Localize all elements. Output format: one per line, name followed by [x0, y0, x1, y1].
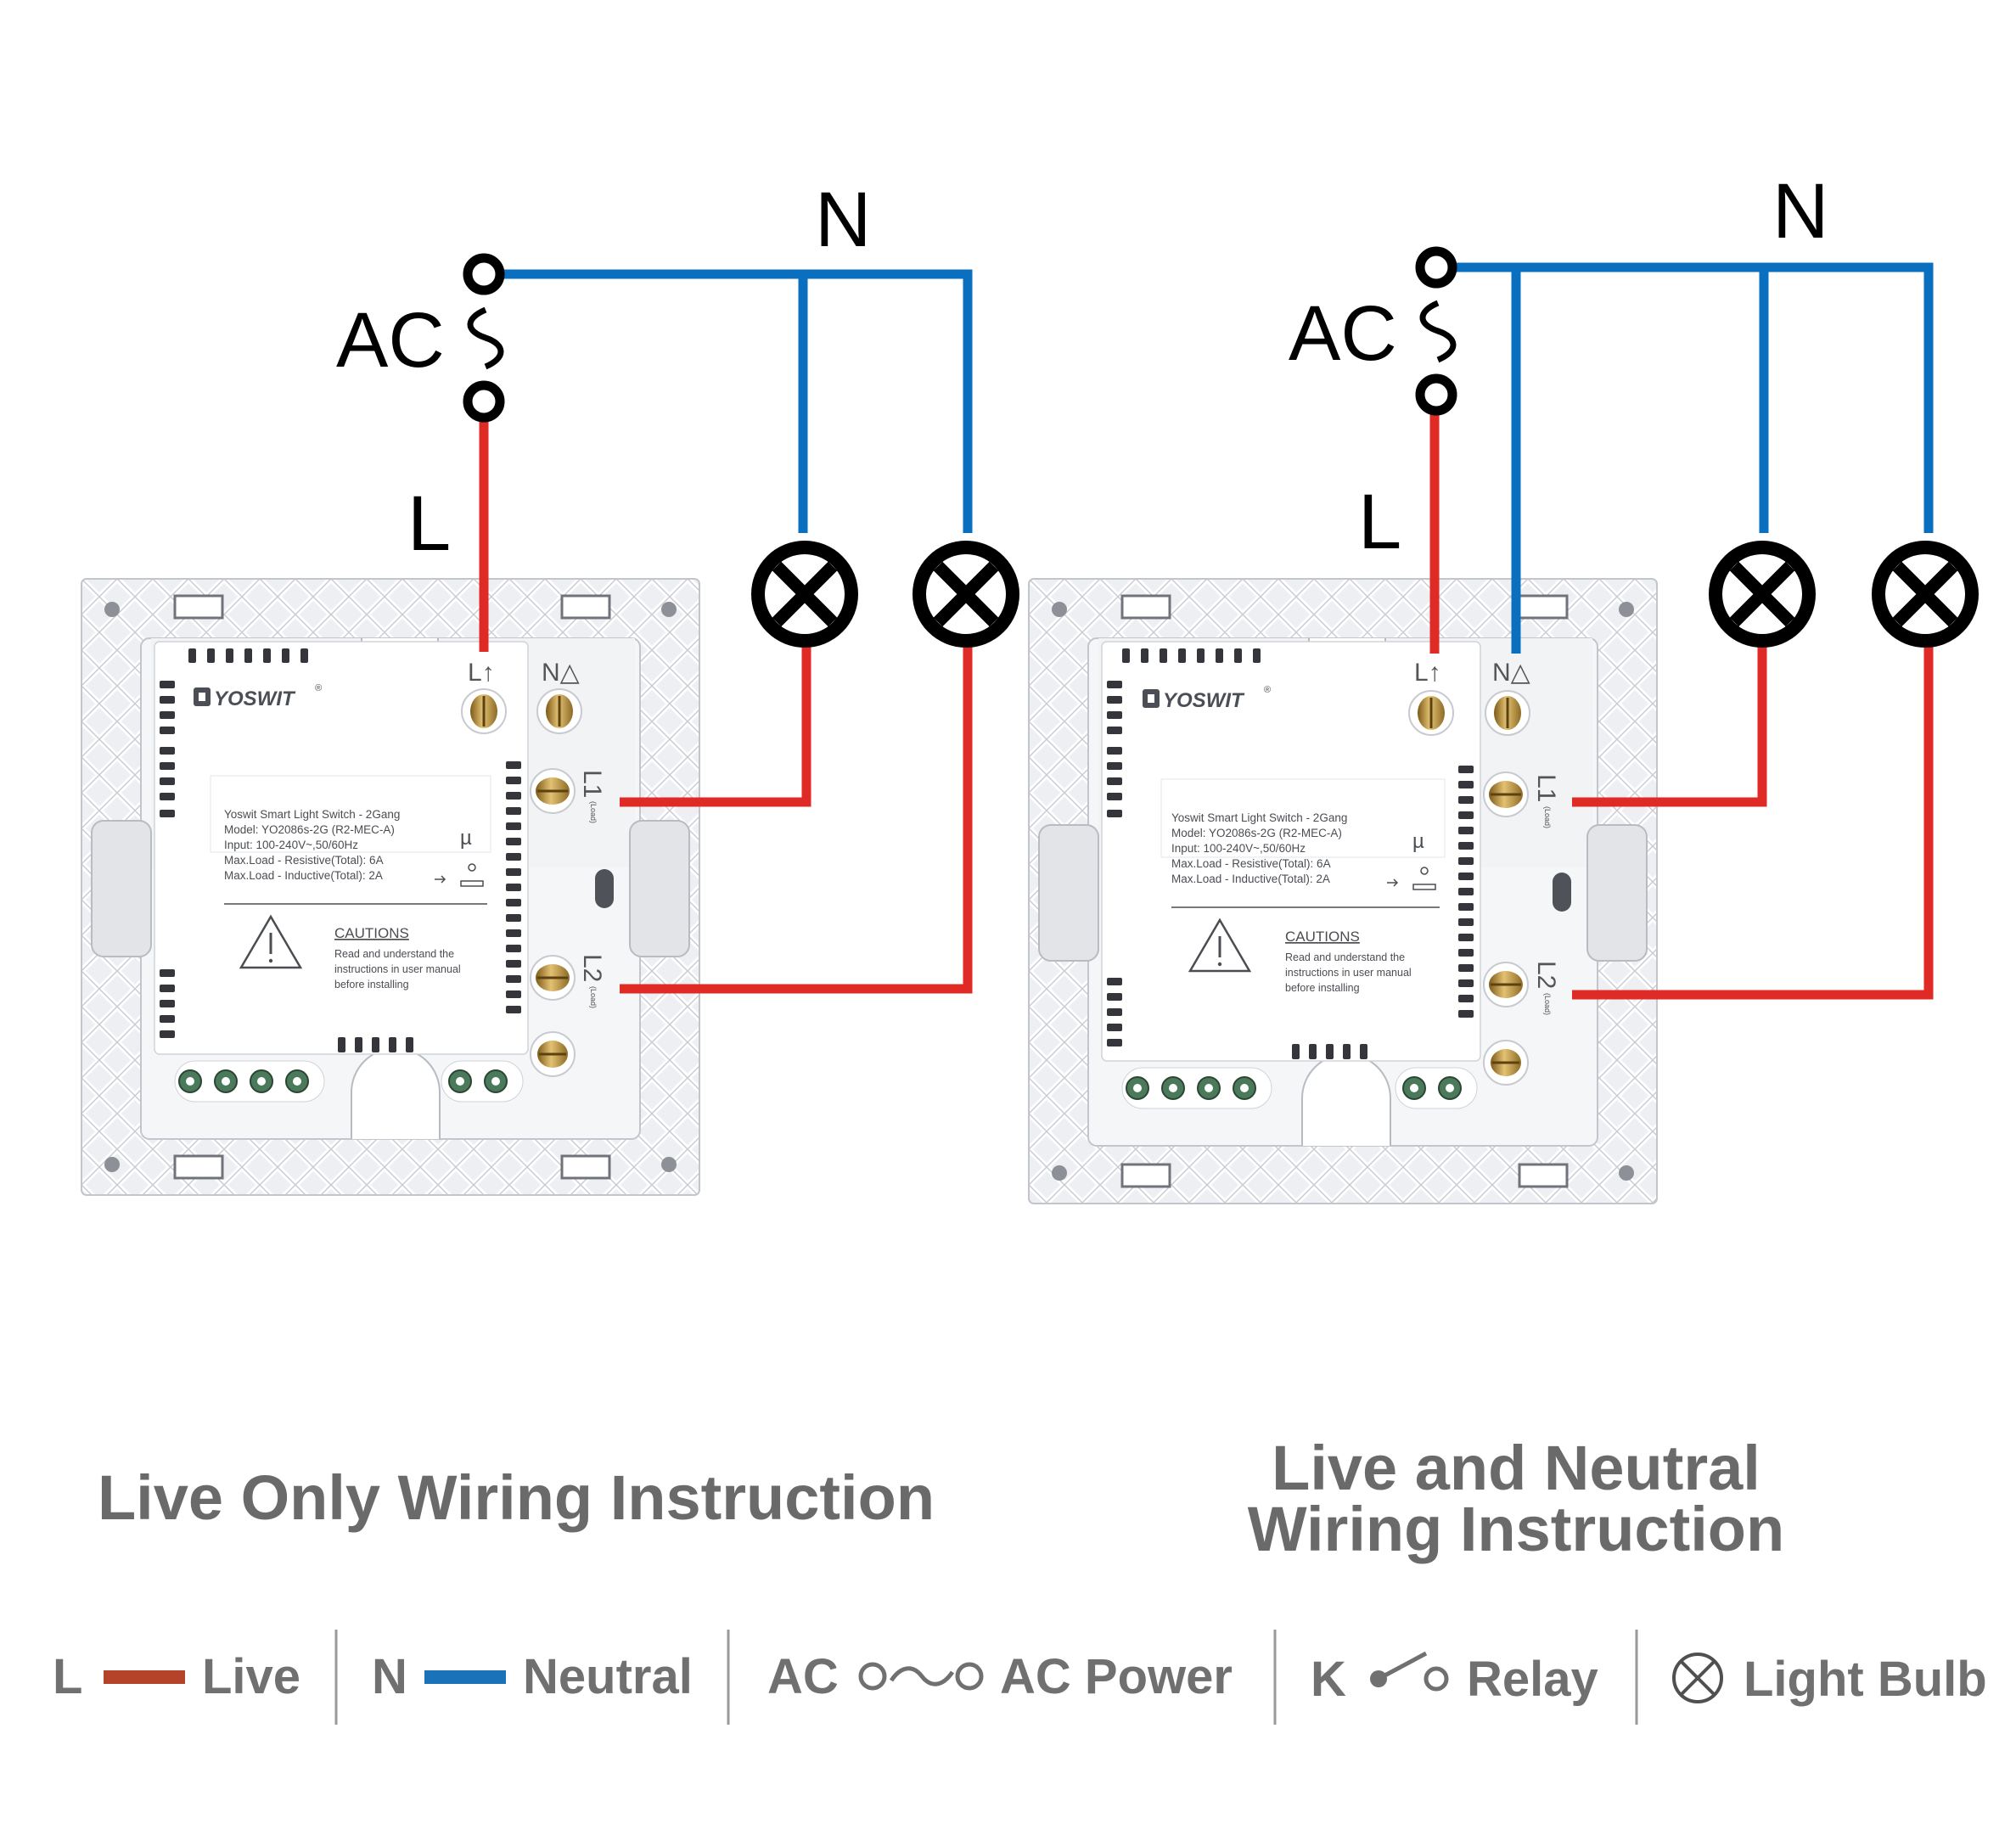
- spec-line: Input: 100-240V~,50/60Hz: [224, 839, 358, 851]
- neutral-wires: [492, 269, 973, 533]
- terminal-label-l: L↑: [468, 659, 495, 687]
- neutral-label: N: [1772, 168, 1828, 255]
- switch-panel: YOSWIT ® Yoswit Smart Light Switch - 2Ga…: [81, 578, 700, 1196]
- caution-icon: [1188, 918, 1252, 973]
- neutral-label: N: [815, 177, 871, 263]
- light-bulb-icon: [1672, 1653, 1723, 1703]
- legend-label: Light Bulb: [1744, 1652, 1987, 1707]
- light-bulb-icon: [913, 541, 1019, 648]
- screw-terminal-l1: [530, 768, 576, 814]
- caution-line: instructions in user manual: [334, 963, 461, 975]
- legend-key: N: [372, 1649, 407, 1704]
- live-line-icon: [104, 1670, 185, 1684]
- spec-line: Max.Load - Inductive(Total): 2A: [1171, 873, 1330, 885]
- legend-key: AC: [767, 1649, 839, 1704]
- cautions-title: CAUTIONS: [1285, 929, 1360, 945]
- load-symbol-icon: [435, 863, 484, 887]
- spec-line: Input: 100-240V~,50/60Hz: [1171, 842, 1306, 855]
- diagram-title: Live Only Wiring Instruction: [98, 1462, 935, 1533]
- spec-line: Max.Load - Resistive(Total): 6A: [224, 854, 384, 867]
- live-label: L: [407, 480, 451, 567]
- diagram-title-line-2: Wiring Instruction: [1248, 1494, 1784, 1564]
- svg-text:®: ®: [1264, 685, 1271, 695]
- switch-panel: YOSWIT ® Yoswit Smart Light Switch - 2Ga…: [1028, 578, 1658, 1204]
- live-label: L: [1358, 479, 1401, 565]
- svg-text:®: ®: [315, 683, 322, 693]
- load-mark: (Load): [589, 801, 598, 823]
- light-bulb-icon: [1872, 541, 1979, 648]
- load-mark: (Load): [589, 986, 598, 1008]
- yoswit-logo: YOSWIT ®: [194, 683, 322, 710]
- neutral-line-icon: [424, 1670, 506, 1684]
- bottom-terminals: [174, 1060, 524, 1103]
- legend-item-relay: K Relay: [1311, 1651, 1598, 1707]
- neutral-wires: [1443, 262, 1934, 654]
- ac-label: AC: [336, 297, 445, 384]
- screw-terminal-l: [461, 688, 507, 734]
- live-and-neutral-diagram: YOSWIT ® Yoswit Smart Light Switch - 2Ga…: [1028, 168, 1979, 1564]
- caution-line: Read and understand the: [334, 948, 454, 960]
- screw-terminal-l2: [530, 955, 576, 1001]
- legend-item-ac-power: AC AC Power: [767, 1649, 1233, 1704]
- brand-name: YOSWIT: [1163, 689, 1245, 712]
- caution-line: Read and understand the: [1285, 951, 1405, 963]
- ac-source-symbol: [1415, 246, 1457, 416]
- terminal-label-l2: L2: [1532, 961, 1560, 989]
- legend: L Live N Neutral AC AC Power K: [53, 1630, 1987, 1725]
- ac-source-icon: [858, 1662, 984, 1691]
- spec-line: Max.Load - Inductive(Total): 2A: [224, 869, 383, 882]
- yoswit-logo: YOSWIT ®: [1143, 685, 1271, 712]
- brand-name: YOSWIT: [214, 687, 296, 710]
- screw-terminal-n: [536, 688, 582, 734]
- terminal-label-n: N△: [542, 659, 580, 687]
- spec-line: Max.Load - Resistive(Total): 6A: [1171, 857, 1331, 870]
- spec-line: Yoswit Smart Light Switch - 2Gang: [224, 808, 400, 821]
- light-bulb-icon: [1709, 541, 1816, 648]
- terminal-label-l: L↑: [1414, 659, 1441, 687]
- screw-terminal-l1: [1483, 772, 1529, 817]
- spec-line: Yoswit Smart Light Switch - 2Gang: [1171, 811, 1347, 824]
- legend-label: Live: [202, 1649, 300, 1704]
- live-wires: [479, 407, 973, 994]
- caution-line: instructions in user manual: [1285, 967, 1412, 979]
- load-mark: (Load): [1543, 806, 1552, 828]
- live-wires: [1429, 399, 1934, 1000]
- terminal-label-n: N△: [1492, 659, 1530, 687]
- caution-line: before installing: [334, 979, 409, 990]
- screw-terminal-ground: [530, 1031, 576, 1077]
- legend-item-neutral: N Neutral: [372, 1649, 693, 1704]
- legend-label: Relay: [1467, 1652, 1598, 1707]
- load-symbol-icon: [1387, 867, 1436, 890]
- legend-label: AC Power: [1000, 1649, 1233, 1704]
- screw-terminal-n: [1485, 690, 1530, 736]
- terminal-label-l2: L2: [578, 954, 606, 982]
- legend-item-live: L Live: [53, 1649, 300, 1704]
- live-only-diagram: YOSWIT ® Yoswit Smart Light Switch - 2Ga…: [81, 177, 1019, 1533]
- legend-item-light-bulb: Light Bulb: [1672, 1652, 1987, 1707]
- caution-line: before installing: [1285, 982, 1360, 994]
- terminal-label-l1: L1: [578, 770, 606, 798]
- legend-label: Neutral: [523, 1649, 693, 1704]
- light-bulb-icon: [751, 541, 858, 648]
- spec-line: Model: YO2086s-2G (R2-MEC-A): [224, 823, 395, 836]
- caution-icon: [239, 914, 303, 969]
- cautions-title: CAUTIONS: [334, 925, 409, 941]
- spec-line: Model: YO2086s-2G (R2-MEC-A): [1171, 827, 1342, 839]
- screw-terminal-ground: [1483, 1040, 1529, 1086]
- relay-icon: [1370, 1651, 1449, 1692]
- load-mark: (Load): [1543, 993, 1552, 1015]
- screw-terminal-l: [1408, 690, 1454, 736]
- screw-terminal-l2: [1483, 962, 1529, 1007]
- terminal-label-l1: L1: [1532, 774, 1560, 802]
- micro-gap-symbol: µ: [460, 827, 472, 850]
- diagram-title-line-1: Live and Neutral: [1272, 1433, 1760, 1503]
- micro-gap-symbol: µ: [1412, 830, 1424, 853]
- ac-source-symbol: [463, 253, 505, 423]
- legend-key: K: [1311, 1652, 1346, 1707]
- ac-label: AC: [1289, 290, 1397, 377]
- legend-key: L: [53, 1649, 82, 1704]
- bottom-terminals: [1121, 1067, 1478, 1109]
